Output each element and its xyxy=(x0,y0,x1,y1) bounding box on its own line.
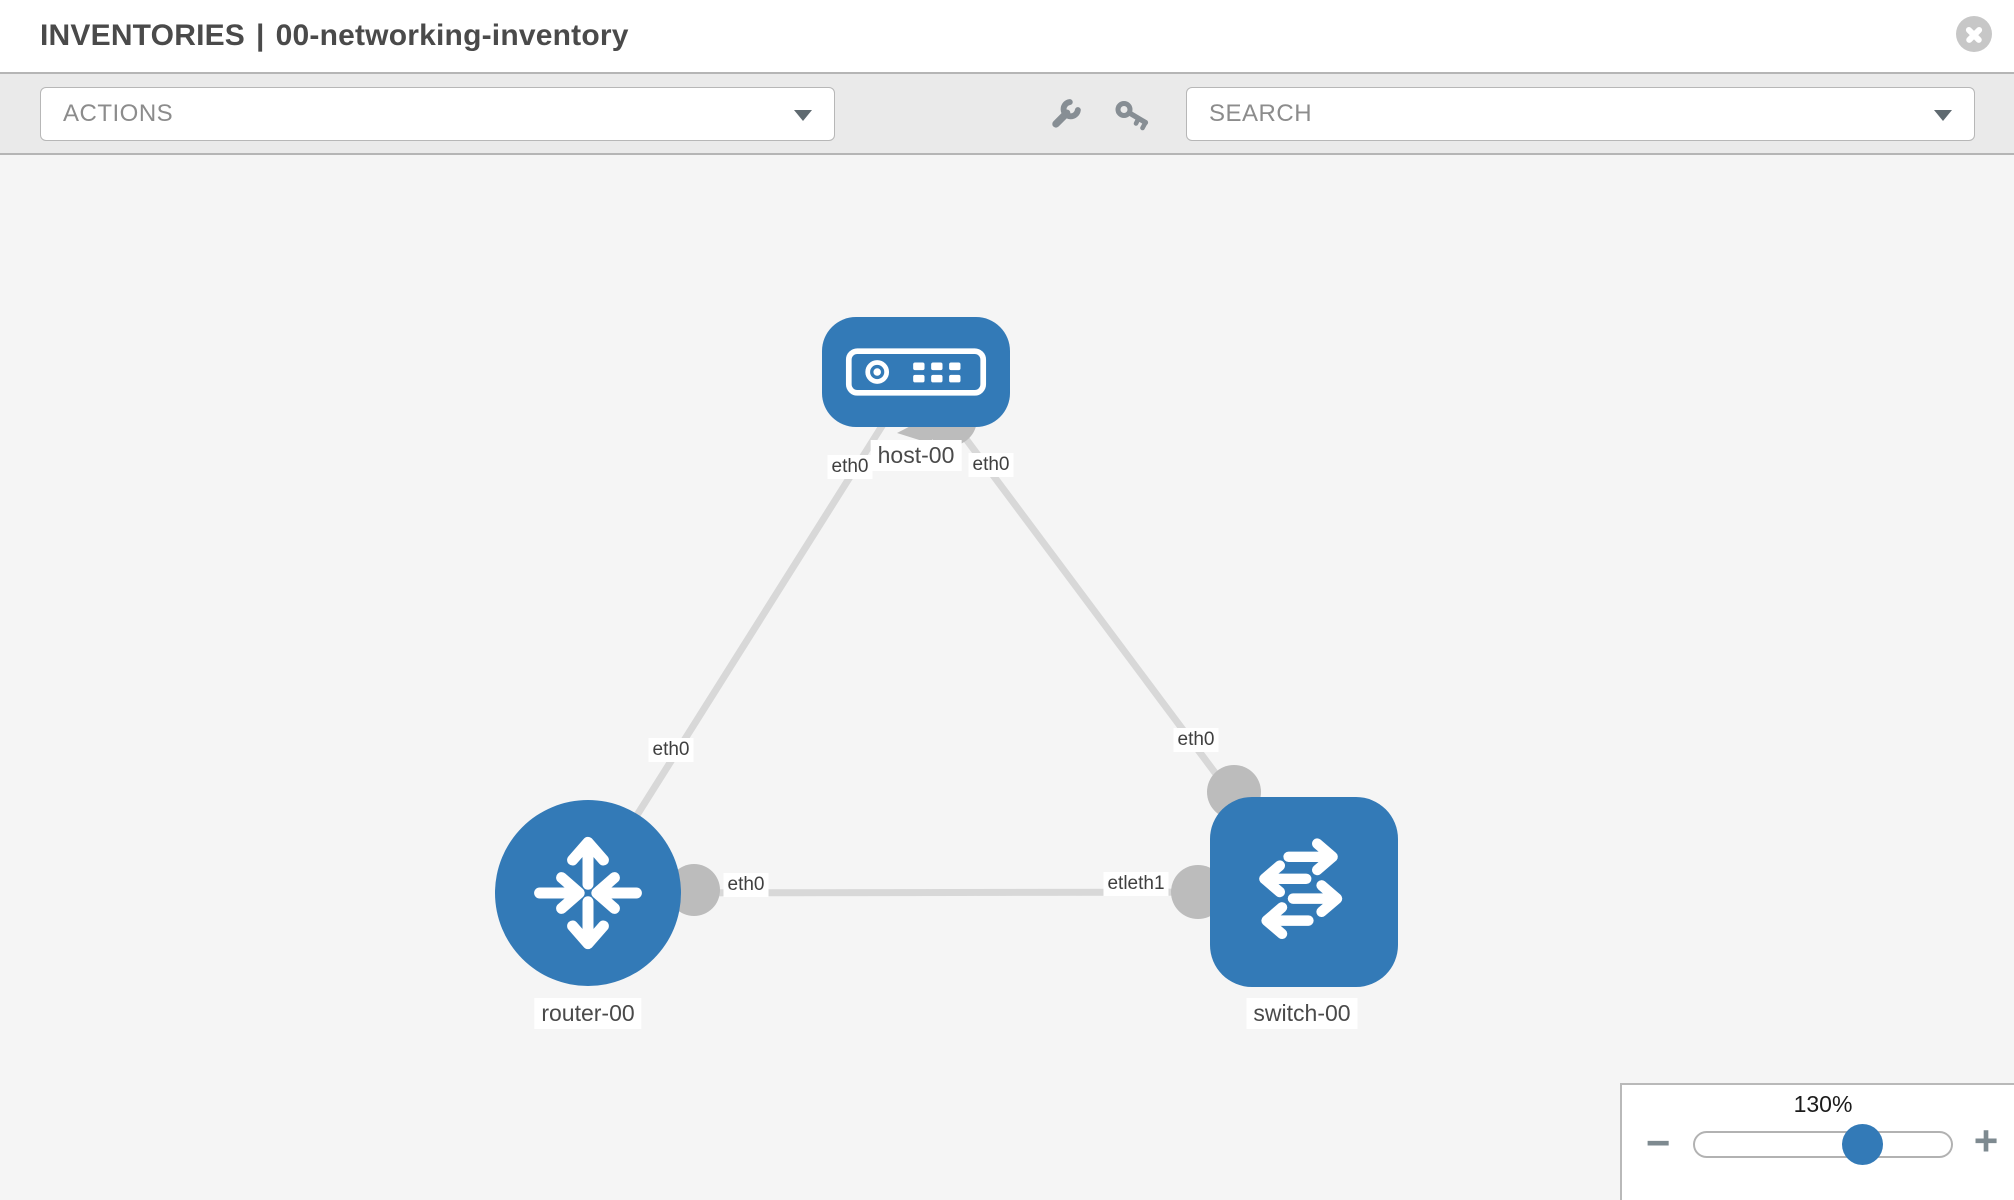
zoom-level: 130% xyxy=(1793,1091,1853,1117)
router-icon xyxy=(534,836,642,950)
close-button[interactable] xyxy=(1956,16,1992,52)
title-separator: | xyxy=(256,19,265,52)
node-router-00[interactable] xyxy=(495,800,681,986)
zoom-panel: 130% − + xyxy=(1620,1083,2014,1200)
node-switch-00[interactable] xyxy=(1210,797,1398,987)
search-placeholder: SEARCH xyxy=(1209,100,1313,127)
node-label-switch-00: switch-00 xyxy=(1246,998,1358,1029)
interface-label-host-eth0-right: eth0 xyxy=(968,453,1014,477)
host-icon xyxy=(845,348,987,396)
interface-label-switch-eth0-top: eth0 xyxy=(1173,728,1219,752)
interface-label-host-eth0-left: eth0 xyxy=(827,455,873,479)
interface-label-router-eth0-top: eth0 xyxy=(648,738,694,762)
breadcrumb-section: INVENTORIES xyxy=(40,19,246,52)
node-label-router-00: router-00 xyxy=(534,998,642,1029)
switch-icon xyxy=(1259,838,1343,940)
interface-label-switch-eth1-mid: etleth1 xyxy=(1103,872,1169,896)
zoom-in-button[interactable]: + xyxy=(1973,1117,1999,1164)
search-dropdown[interactable]: SEARCH xyxy=(1186,87,1975,141)
node-label-host-00: host-00 xyxy=(870,440,962,471)
chevron-down-icon xyxy=(794,110,812,121)
actions-dropdown-label: ACTIONS xyxy=(63,100,174,127)
chevron-down-icon xyxy=(1934,110,1952,121)
topology-canvas[interactable]: host-00 router-00 switch-00 eth0 eth0 et… xyxy=(0,155,2014,1200)
tools-button[interactable] xyxy=(1046,96,1086,136)
actions-dropdown[interactable]: ACTIONS xyxy=(40,87,835,141)
page-title: INVENTORIES | 00-networking-inventory xyxy=(40,0,629,72)
zoom-slider-handle[interactable] xyxy=(1842,1124,1883,1165)
credentials-button[interactable] xyxy=(1112,96,1152,136)
page-header: INVENTORIES | 00-networking-inventory xyxy=(0,0,2014,72)
node-host-00[interactable] xyxy=(822,317,1010,427)
wrench-icon xyxy=(1052,99,1081,128)
toolbar: ACTIONS SEARCH xyxy=(0,72,2014,155)
zoom-out-button[interactable]: − xyxy=(1645,1119,1671,1166)
interface-connector-router-eth0 xyxy=(668,864,720,916)
key-icon xyxy=(1115,101,1149,131)
topology-links-layer xyxy=(584,368,1308,919)
interface-label-router-eth0-mid: eth0 xyxy=(723,873,769,897)
inventory-name: 00-networking-inventory xyxy=(275,19,629,52)
zoom-slider-track[interactable] xyxy=(1693,1131,1953,1158)
